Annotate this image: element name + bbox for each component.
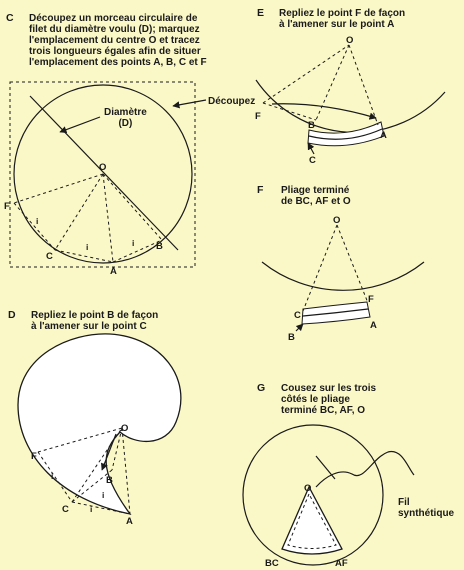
band-inner-line: [302, 308, 369, 317]
radius-of: [13, 173, 104, 204]
point-c-label: C: [294, 310, 301, 321]
radius-oa: [102, 173, 114, 263]
thread-label: Fil synthétique: [398, 497, 455, 519]
step-d-letter: D: [8, 309, 16, 321]
point-f-label: F: [255, 111, 261, 122]
point-f-label: F: [31, 451, 37, 462]
length-i-label: i: [90, 504, 92, 514]
step-e-instructions: Repliez le point F de façon à l'amener s…: [279, 8, 406, 30]
cut-square: [9, 81, 196, 268]
point-c-label: C: [309, 155, 316, 166]
fold-line-fo: [262, 44, 350, 104]
point-b-pointer: [295, 323, 304, 332]
point-o-label: O: [346, 35, 353, 46]
point-a-label: A: [370, 320, 377, 331]
fold-arrow: [271, 103, 377, 120]
panel-g: O BC AF: [242, 424, 415, 569]
folded-net-shape: [17, 333, 182, 515]
fold-line-oa: [121, 427, 131, 515]
side-af-label: AF: [335, 558, 348, 569]
point-f-label: F: [368, 294, 374, 305]
fold-arrow: [100, 433, 117, 471]
net-arc: [261, 261, 425, 291]
diameter-label: Diamètre (D): [104, 107, 147, 129]
step-e-letter: E: [257, 7, 265, 19]
folded-band: [307, 121, 385, 147]
net-circle: [242, 424, 384, 566]
length-i-label: i: [36, 216, 38, 226]
cut-label: Découpez: [208, 96, 256, 107]
point-o-label: O: [304, 483, 311, 494]
fold-line-ob: [111, 427, 123, 471]
step-f-instructions: Pliage terminé de BC, AF et O: [281, 185, 351, 207]
fold-line-oa: [336, 224, 369, 304]
side-bc-label: BC: [265, 558, 279, 569]
step-c-instructions: Découpez un morceau circulaire de filet …: [29, 13, 207, 68]
point-a-label: A: [126, 516, 133, 527]
step-d-instructions: Repliez le point B de façon à l'amener s…: [31, 310, 159, 332]
panel-c: O F C A B i i i: [4, 81, 207, 277]
chord-ab: [112, 239, 163, 263]
point-a-label: A: [380, 130, 387, 141]
point-a-label: A: [110, 266, 117, 277]
point-c-label: C: [46, 251, 53, 262]
length-i-label: i: [132, 238, 134, 248]
synthetic-thread: [315, 450, 415, 488]
length-i-label: i: [102, 490, 104, 500]
fold-line-bc: [71, 469, 113, 503]
stitch-line: [287, 492, 337, 549]
diameter-pointer: [59, 116, 101, 134]
point-o-label: O: [333, 215, 340, 226]
step-c-letter: C: [6, 12, 14, 24]
length-i-label: i: [86, 242, 88, 252]
panel-e: O F B A C: [255, 35, 446, 166]
sewn-wedge: [281, 485, 343, 555]
panel-f: O F C A B: [261, 215, 425, 343]
net-circle: [13, 84, 193, 264]
diameter-line: [29, 95, 179, 251]
point-b-label: B: [308, 120, 315, 131]
point-b-label: B: [288, 332, 295, 343]
point-c-pointer: [307, 142, 315, 155]
fold-line-fo: [37, 427, 123, 453]
point-f-label: F: [4, 201, 10, 212]
chord-fc: [13, 202, 56, 251]
fold-line-fc: [37, 451, 73, 503]
band-inner-line: [308, 128, 383, 140]
point-b-label: B: [106, 475, 113, 486]
step-f-letter: F: [257, 184, 264, 196]
point-o-label: O: [121, 423, 128, 434]
radius-oc: [54, 173, 104, 251]
net-arc: [255, 79, 446, 134]
fold-line-ob: [302, 224, 338, 312]
length-i-label: i: [51, 471, 53, 481]
point-o-label: O: [99, 162, 106, 173]
step-g-instructions: Cousez sur les trois côtés le pliage ter…: [281, 383, 377, 416]
fold-line-ob: [315, 44, 350, 121]
fold-line-fb: [262, 102, 317, 121]
chord-ca: [54, 249, 114, 263]
fold-line-oa: [348, 44, 379, 126]
needle: [315, 455, 336, 480]
step-g-letter: G: [257, 382, 266, 394]
fold-line-ca: [71, 501, 131, 515]
point-c-label: C: [62, 504, 69, 515]
cut-pointer: [172, 99, 207, 109]
radius-ob: [102, 173, 163, 241]
point-b-label: B: [156, 241, 163, 252]
panel-d: O F B C A i i i: [17, 333, 182, 527]
